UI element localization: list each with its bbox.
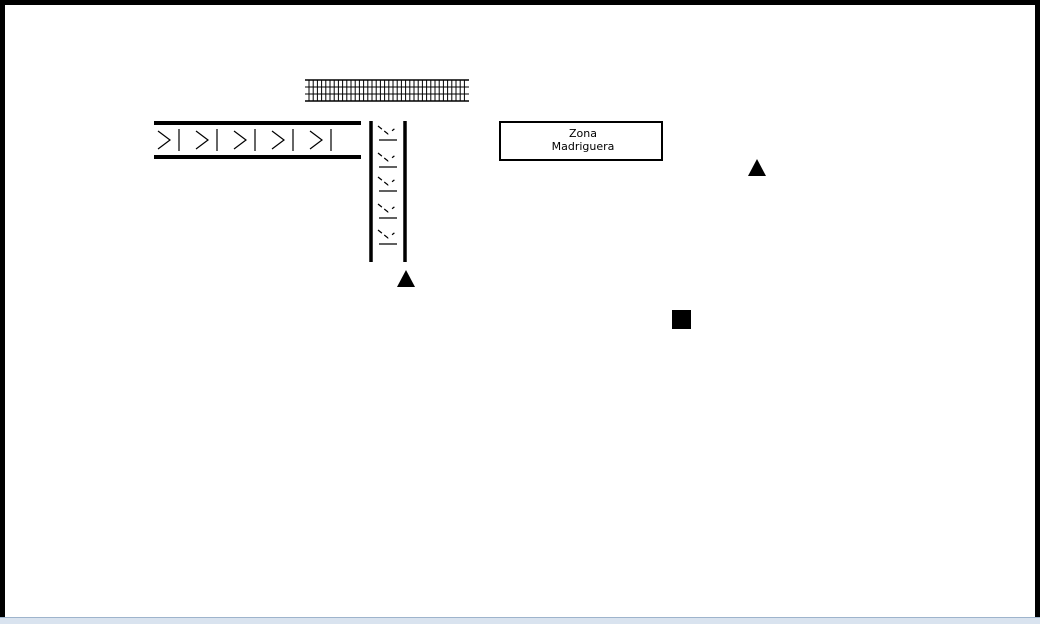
conveyor-chevron <box>377 176 399 186</box>
conveyor-chevron <box>233 130 247 150</box>
zone-label: Zona Madriguera <box>540 127 626 153</box>
conveyor-chevron <box>377 125 399 135</box>
triangle-marker-upper <box>748 159 766 176</box>
conveyor-chevron <box>157 130 171 150</box>
bottom-strip <box>0 617 1040 624</box>
conveyor-chevron <box>195 130 209 150</box>
horizontal-conveyor <box>154 121 361 159</box>
zone-label-box: Zona Madriguera <box>499 121 663 161</box>
square-marker <box>672 310 691 329</box>
zone-label-line1: Zona <box>569 127 597 140</box>
conveyor-chevron <box>377 203 399 213</box>
ladder-structure <box>305 79 469 102</box>
vertical-conveyor <box>369 121 407 262</box>
triangle-marker-lower <box>397 270 415 287</box>
conveyor-chevron <box>377 152 399 162</box>
conveyor-chevron <box>309 130 323 150</box>
conveyor-chevron <box>271 130 285 150</box>
conveyor-chevron <box>377 229 399 239</box>
zone-label-line2: Madriguera <box>551 140 615 153</box>
